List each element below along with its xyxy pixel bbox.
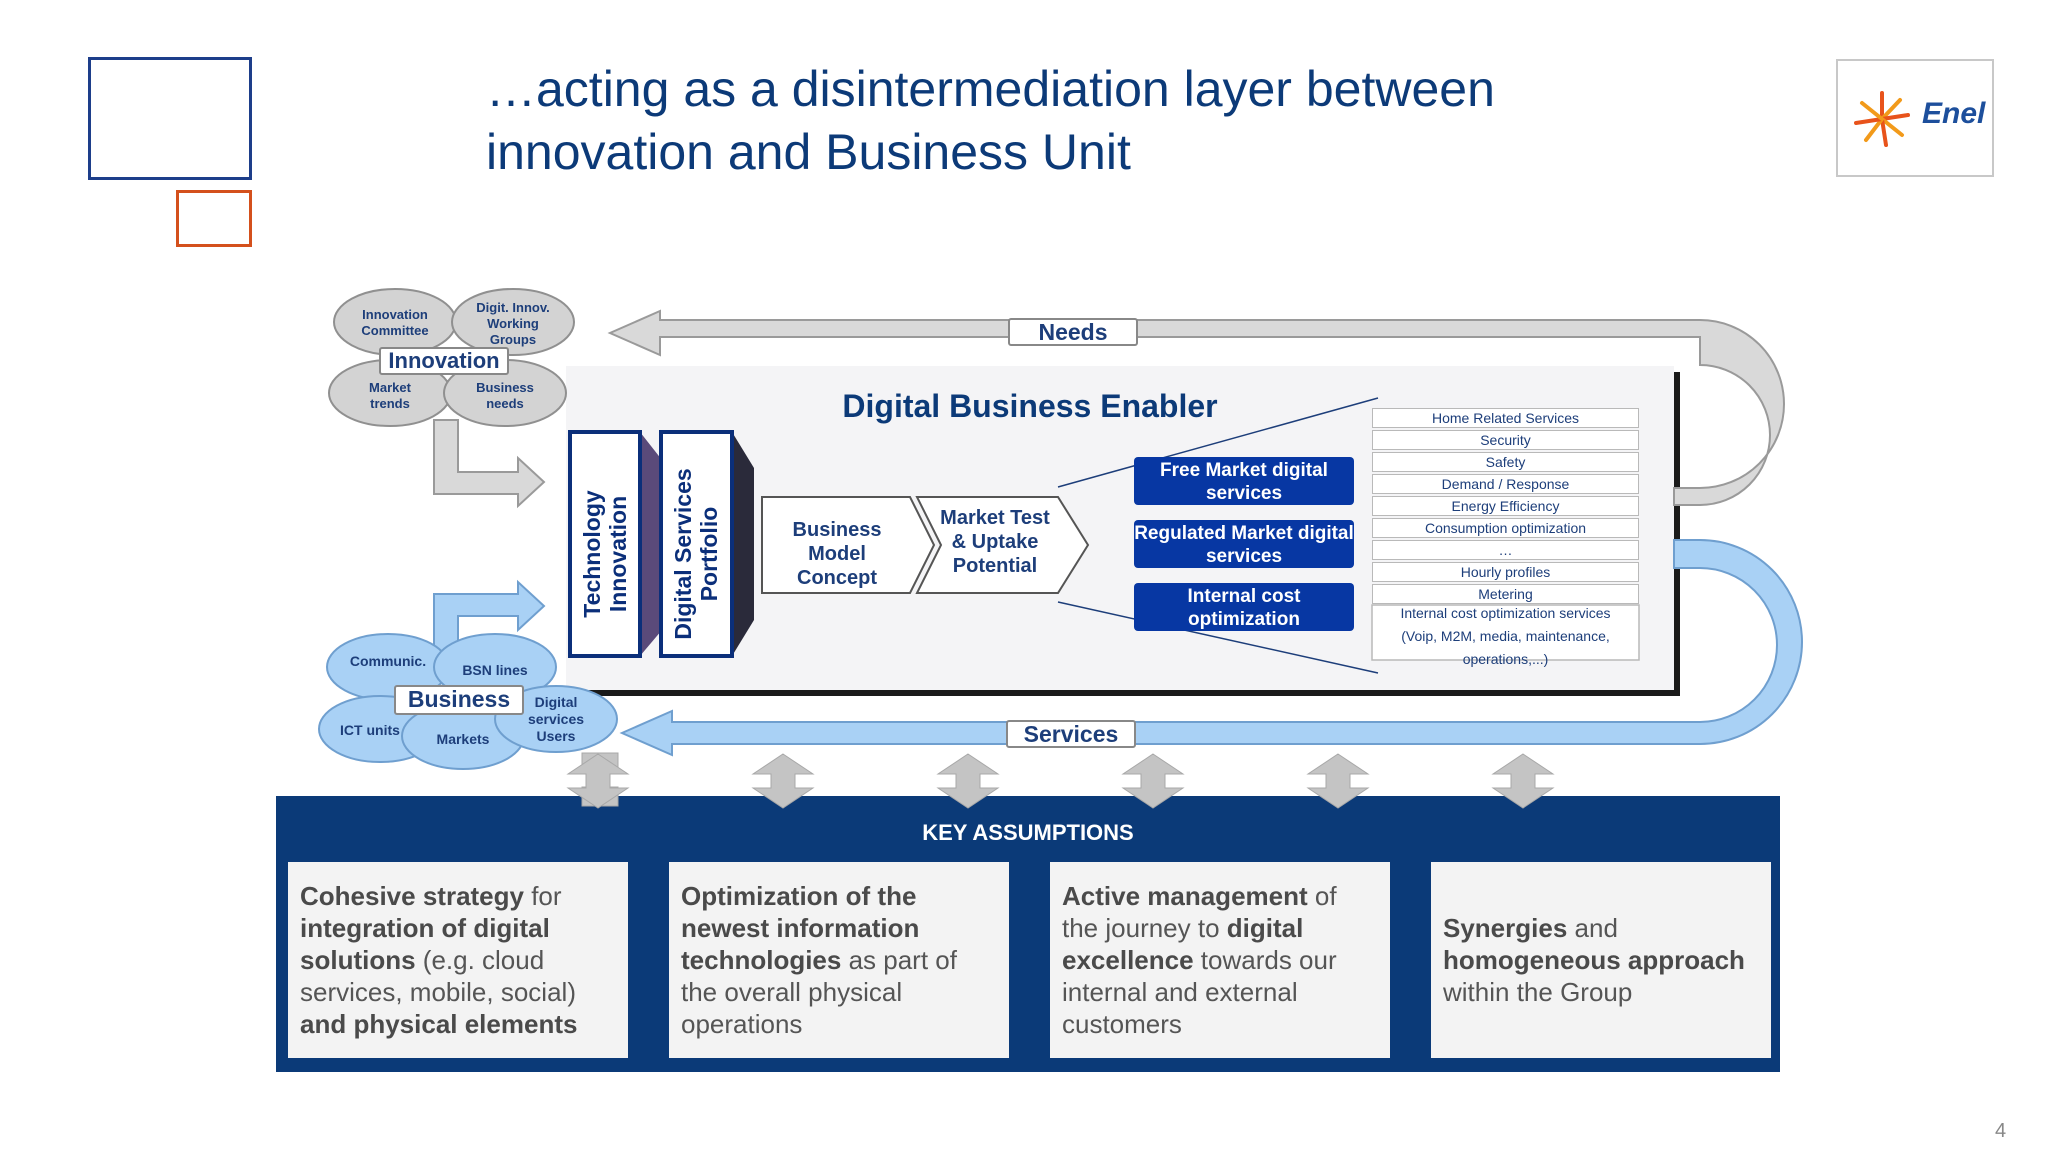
tech-innovation-label: Technology Innovation	[579, 490, 631, 618]
decorative-square-blue	[88, 57, 252, 180]
page-number: 4	[1995, 1120, 2007, 1142]
enel-sun-icon	[1854, 91, 1910, 147]
service-row: Home Related Services	[1372, 408, 1639, 428]
assumption-2-text: as part of the overall physical operatio…	[681, 945, 957, 1039]
slide-title-line1: …acting as a disintermediation layer bet…	[486, 61, 1495, 117]
ict-units-label: ICT units	[340, 722, 400, 738]
regulated-market-button: Regulated Market digital services	[1134, 520, 1354, 568]
services-loop-arrow	[619, 539, 1803, 757]
tech-innovation-box	[568, 430, 642, 658]
assumption-2-bold: Optimization of the newest information t…	[681, 881, 920, 975]
service-row: Hourly profiles	[1372, 562, 1639, 582]
assumption-3-text: towards our internal and external custom…	[1062, 945, 1337, 1039]
internal-services-box	[1371, 604, 1640, 661]
innovation-arrow	[433, 419, 546, 509]
tech-innovation-chevron	[640, 432, 662, 656]
service-row: Safety	[1372, 452, 1639, 472]
slide-title-line2: innovation and Business Unit	[486, 124, 1131, 180]
needs-label-box	[1008, 318, 1138, 346]
assumption-3-bold: Active management	[1062, 881, 1308, 911]
innovation-label-box	[379, 347, 509, 375]
business-label: Business	[407, 686, 511, 712]
double-arrow-1	[566, 753, 630, 809]
bubble-digital-users	[494, 685, 618, 753]
internal-services-text: Internal cost optimization services (Voi…	[1372, 602, 1639, 671]
assumption-1-text: for	[523, 881, 562, 911]
service-row: …	[1372, 540, 1639, 560]
key-assumptions-title: KEY ASSUMPTIONS	[922, 820, 1134, 845]
working-groups-label: Digit. Innov. Working Groups	[476, 300, 550, 347]
assumption-box-2: Optimization of the newest information t…	[669, 862, 1009, 1058]
internal-cost-button: Internal cost optimization	[1134, 583, 1354, 631]
double-arrow-6	[1491, 753, 1555, 809]
assumption-box-1: Cohesive strategy for integration of dig…	[288, 862, 628, 1058]
digital-portfolio-label: Digital Services Portfolio	[670, 468, 722, 640]
service-row: Metering	[1372, 584, 1639, 604]
business-label-box	[394, 685, 524, 715]
assumption-4-bold: homogeneous approach	[1443, 945, 1745, 975]
needs-label: Needs	[1038, 319, 1108, 345]
assumption-box-4: Synergies and homogeneous approach withi…	[1431, 862, 1771, 1058]
needs-loop-arrow	[607, 309, 1785, 506]
digital-portfolio-box	[659, 430, 734, 658]
assumption-1-bold: integration of digital solutions	[300, 913, 550, 975]
market-trends-label: Market trends	[369, 380, 411, 411]
assumption-4-text: and	[1567, 913, 1618, 943]
service-row: Energy Efficiency	[1372, 496, 1639, 516]
service-row: Consumption optimization	[1372, 518, 1639, 538]
communic-label: Communic.	[349, 653, 427, 669]
services-label: Services	[1023, 721, 1119, 747]
assumption-3-text: of the journey to	[1062, 881, 1337, 943]
market-test-label: Market Test & Uptake Potential	[940, 507, 1050, 577]
funnel-line-top	[1057, 397, 1379, 488]
innovation-committee-label: Innovation Committee	[361, 307, 429, 338]
funnel-line-bottom	[1057, 601, 1379, 674]
assumption-box-3: Active management of the journey to digi…	[1050, 862, 1390, 1058]
innovation-label: Innovation	[388, 348, 500, 373]
double-arrow-2	[751, 753, 815, 809]
business-model-label: Business Model Concept	[792, 519, 882, 589]
business-needs-label: Business needs	[476, 380, 534, 411]
assumption-4-bold: Synergies	[1443, 913, 1568, 943]
digital-users-label: Digital services Users	[527, 694, 585, 744]
market-test-chevron	[915, 496, 1090, 594]
enabler-title: Digital Business Enabler	[842, 388, 1218, 424]
double-arrow-3	[936, 753, 1000, 809]
internal-services-line: operations,...)	[1462, 651, 1549, 667]
service-row: Demand / Response	[1372, 474, 1639, 494]
assumption-1-text: (e.g. cloud services, mobile, social)	[300, 945, 576, 1007]
decorative-square-orange	[176, 190, 252, 247]
assumption-3-bold: digital excellence	[1062, 913, 1304, 975]
internal-services-line: Internal cost optimization services	[1400, 605, 1611, 621]
assumption-1-bold: and physical elements	[300, 1009, 578, 1039]
business-model-chevron	[761, 496, 936, 594]
enel-logo: Enel	[1836, 59, 1994, 177]
free-market-button: Free Market digital services	[1134, 457, 1354, 505]
service-row: Security	[1372, 430, 1639, 450]
services-label-box	[1006, 720, 1136, 748]
assumption-4-text: within the Group	[1443, 977, 1633, 1007]
assumption-1-bold: Cohesive strategy	[300, 881, 524, 911]
markets-label: Markets	[436, 731, 490, 747]
internal-services-line: (Voip, M2M, media, maintenance,	[1401, 628, 1610, 644]
double-arrow-5	[1306, 753, 1370, 809]
bubble-working-groups	[451, 288, 575, 356]
logo-text: Enel	[1922, 97, 1986, 130]
digital-portfolio-chevron	[732, 432, 754, 656]
bsn-lines-label: BSN lines	[462, 662, 528, 678]
double-arrow-4	[1121, 753, 1185, 809]
